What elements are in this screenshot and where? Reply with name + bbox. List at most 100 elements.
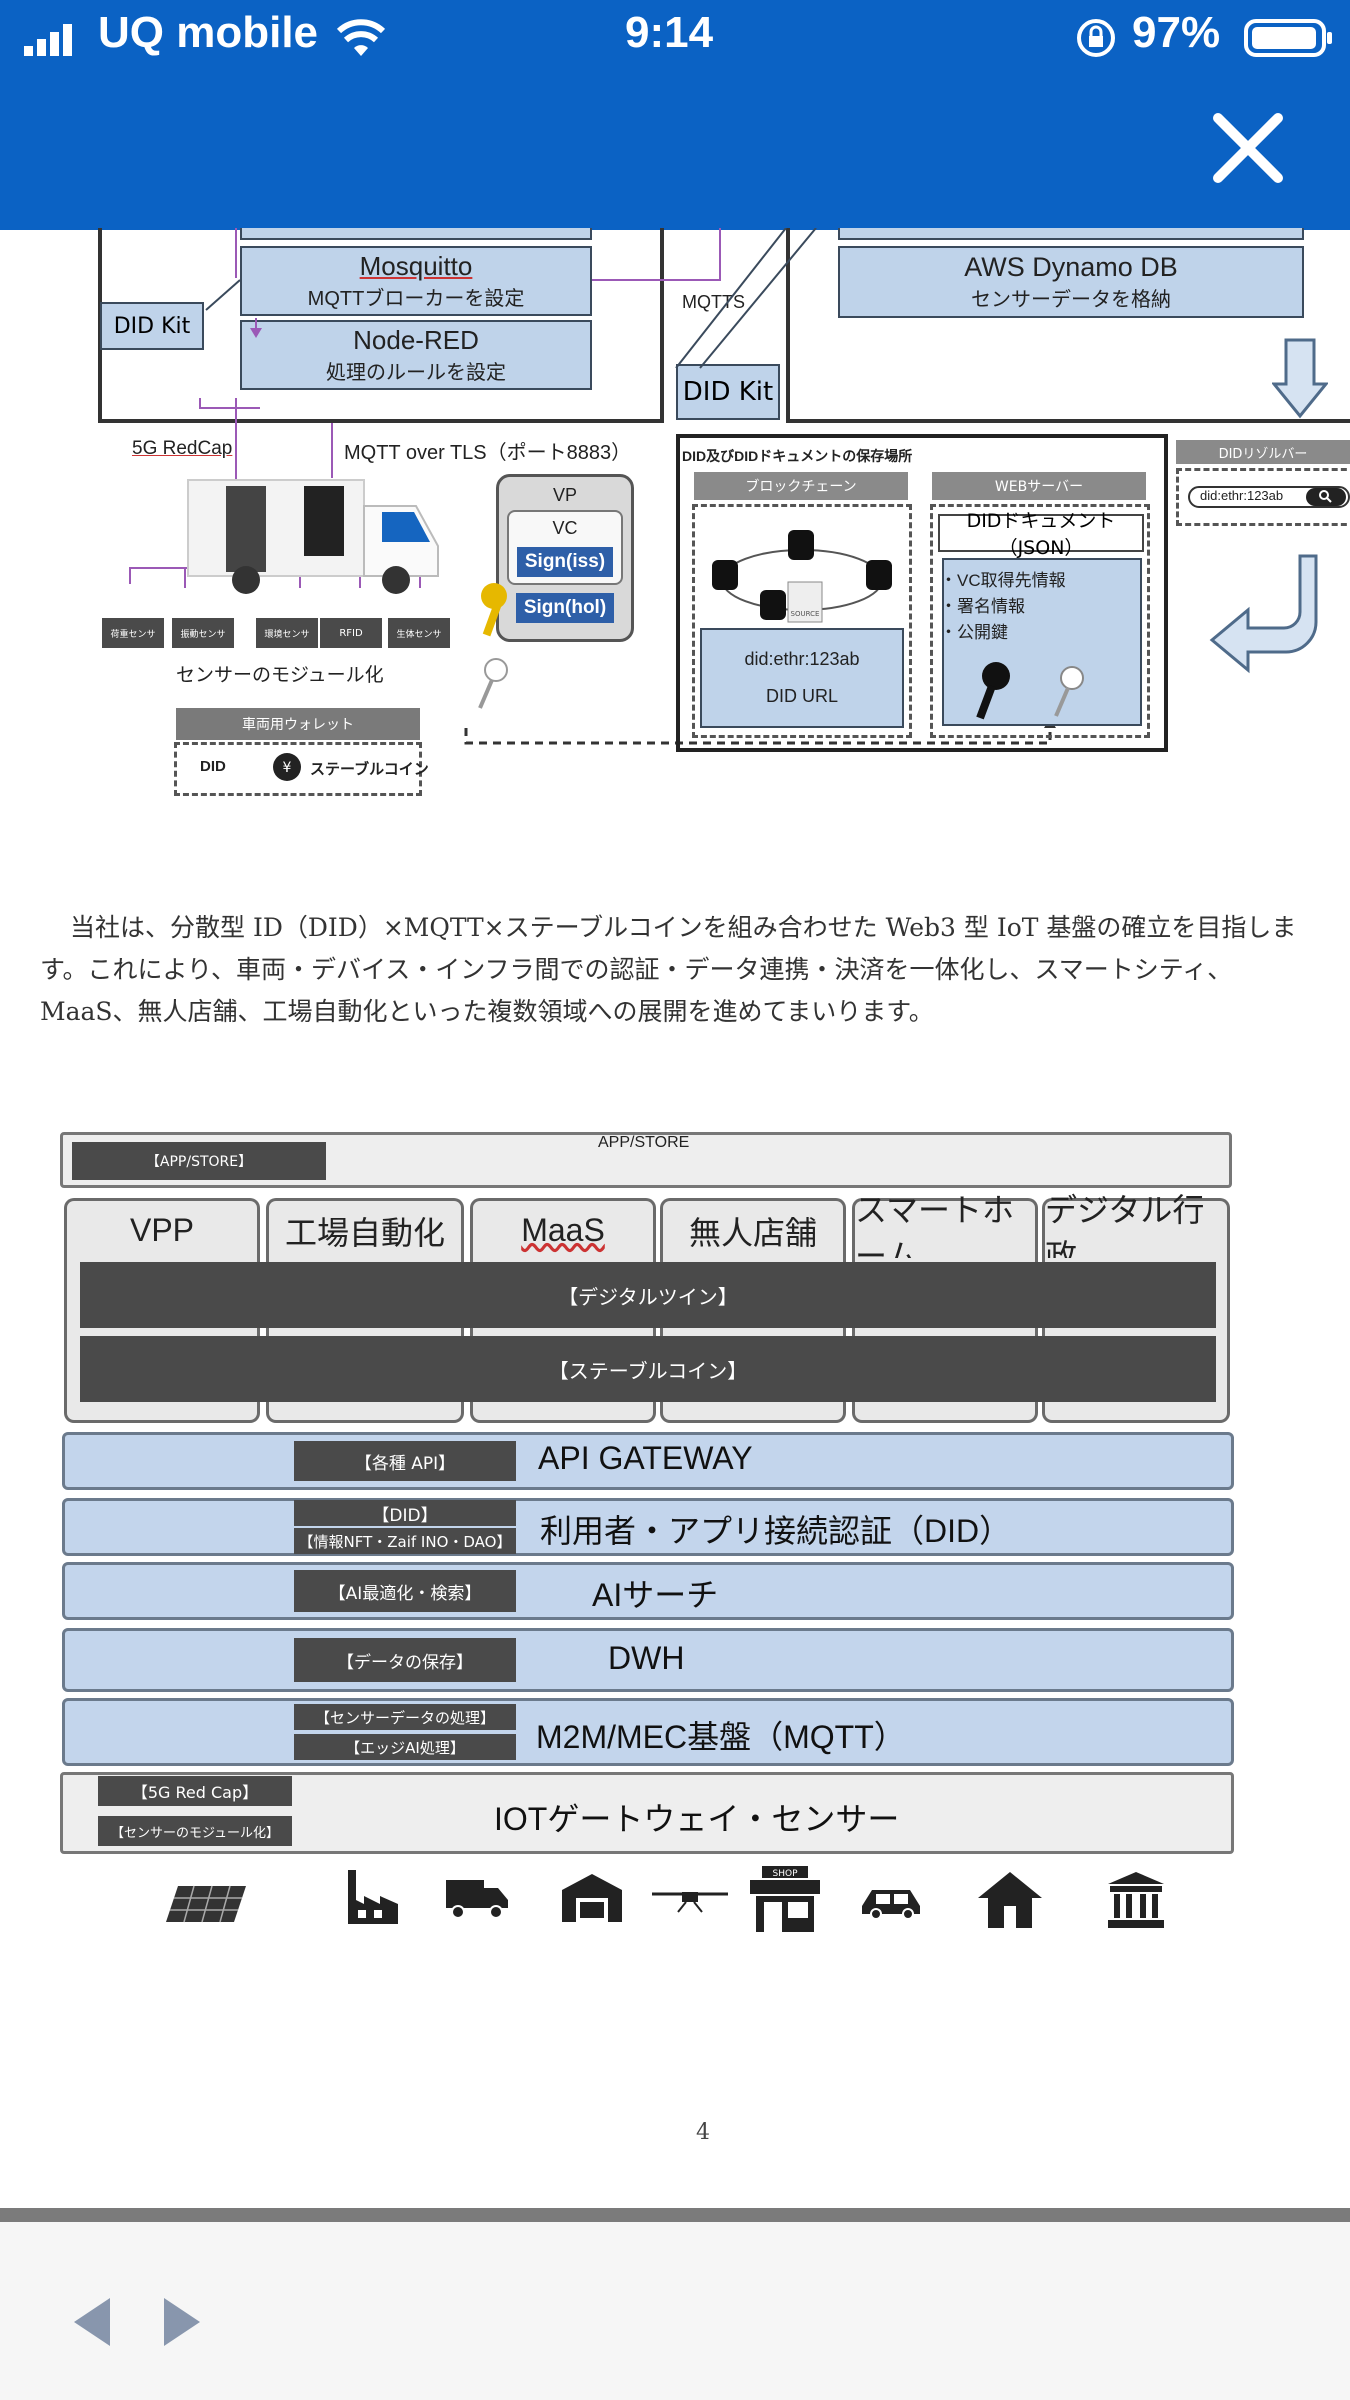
sensor-tag: 荷重センサ [102, 618, 164, 648]
did-url-label: DID URL [765, 686, 838, 706]
tab-smart-home[interactable]: スマートホーム [852, 1192, 1038, 1274]
vc-info: ・VC取得先情報 [940, 571, 1066, 590]
next-page-icon[interactable] [162, 2296, 204, 2348]
mqtt-tls-label: MQTT over TLS（ポート8883） [344, 442, 632, 464]
tab-vpp-label: VPP [129, 1212, 195, 1248]
white-key-icon-2 [1054, 666, 1084, 717]
layer-title: DWH [608, 1640, 685, 1676]
vp-label: VP [552, 485, 577, 505]
sensor-rfid: RFID [339, 627, 363, 639]
white-key-icon [478, 658, 508, 709]
warehouse-icon [562, 1874, 622, 1922]
resolver-box [1176, 468, 1350, 526]
sensor-tag: 環境センサ [256, 618, 318, 648]
tab-factory-automation[interactable]: 工場自動化 [266, 1198, 464, 1260]
nodered-box: Node-RED 処理のルールを設定 [240, 320, 592, 390]
truck-icon [446, 1880, 508, 1919]
shop-icon: SHOP [750, 1866, 820, 1932]
stablecoin-label: 【ステーブルコイン】 [548, 1358, 748, 1383]
tab-unmanned-store[interactable]: 無人店舗 [660, 1198, 846, 1260]
mqtts-label: MQTTS [682, 292, 745, 312]
storage-title: DID及びDIDドキュメントの保存場所 [682, 448, 913, 464]
sensor-tag: 振動センサ [172, 618, 234, 648]
sign-info: ・署名情報 [940, 597, 1025, 616]
wifi-icon [336, 18, 386, 58]
tab-vpp[interactable]: VPP [64, 1198, 260, 1260]
layer-dwh [62, 1628, 1234, 1692]
paragraph-line-3: MaaS、無人店舗、工場自動化といった複数領域への展開を進めてまいります。 [40, 997, 934, 1026]
orientation-lock-icon [1074, 16, 1118, 60]
truck-illustration [187, 479, 439, 594]
viewer-navbar [0, 72, 1350, 230]
battery-percent: 97% [1132, 8, 1221, 57]
aws-subtitle: センサーデータを格納 [971, 289, 1171, 311]
paragraph-line-2: す。これにより、車両・デバイス・インフラ間での認証・データ連携・決済を一体化し、… [40, 955, 1233, 984]
resolver-input: did:ethr:123ab [1200, 488, 1284, 503]
vc-label: VC [552, 518, 578, 538]
carrier-label: UQ mobile [98, 8, 319, 57]
layer-tag-2: 【センサーのモジュール化】 [98, 1816, 292, 1846]
government-building-icon [1108, 1872, 1164, 1928]
storage-frame [676, 434, 1168, 752]
mosquitto-subtitle: MQTTブローカーを設定 [307, 288, 525, 310]
did-doc-content [942, 558, 1142, 726]
down-arrow-icon [1272, 338, 1328, 419]
cut-block-left [240, 228, 592, 240]
tab-digital-gov[interactable]: デジタル行政 [1042, 1192, 1230, 1274]
shop-sign-label: SHOP [773, 1869, 799, 1879]
blockchain-header: ブロックチェーン [694, 472, 908, 500]
status-bar: UQ mobile 9:14 97% [0, 0, 1350, 72]
factory-icon [348, 1870, 398, 1924]
nodered-title: Node-RED [353, 325, 479, 355]
layer-title: API GATEWAY [538, 1440, 753, 1476]
cut-block-right [838, 228, 1304, 240]
layer-tag: 【AI最適化・検索】 [294, 1570, 516, 1612]
layer-did [62, 1498, 1234, 1556]
layer-tag: 【各種 API】 [294, 1441, 516, 1481]
layer-title: AIサーチ [592, 1577, 719, 1613]
solar-panel-icon [166, 1885, 246, 1923]
layer-tag: 【センサーデータの処理】 [294, 1704, 516, 1730]
svg-text:¥: ¥ [283, 760, 292, 776]
battery-icon [1244, 18, 1334, 58]
sensor-load: 荷重センサ [110, 629, 156, 640]
digital-twin-label: 【デジタルツイン】 [558, 1284, 738, 1309]
did-ethr-box: did:ethr:123ab DID URL [700, 628, 904, 728]
bottom-toolbar [0, 2222, 1350, 2400]
sensor-vibration: 振動センサ [180, 629, 226, 640]
pubkey-info: ・公開鍵 [940, 623, 1008, 642]
layer-tag-2: 【情報NFT・Zaif INO・DAO】 [294, 1528, 516, 1554]
layer-m2m [62, 1698, 1234, 1766]
mosquitto-title: Mosquitto [359, 251, 473, 281]
wallet-title-label: 車両用ウォレット [242, 717, 354, 733]
page-number: 4 [696, 2120, 710, 2145]
previous-page-icon[interactable] [70, 2296, 112, 2348]
source-doc-label: SOURCE [791, 610, 820, 618]
aws-title: AWS Dynamo DB [964, 252, 1178, 282]
return-arrow-icon [1209, 554, 1318, 674]
stablecoin-icon: ¥ [273, 753, 301, 781]
did-kit-left: DID Kit [100, 302, 204, 350]
tab-store-label: 無人店舗 [688, 1214, 817, 1251]
clock: 9:14 [625, 8, 714, 57]
blockchain-box [692, 504, 912, 738]
blockchain-label: ブロックチェーン [745, 479, 857, 495]
layer-tag: 【DID】 [294, 1500, 516, 1526]
wallet-box [174, 742, 422, 796]
app-store-title: APP/STORE [598, 1134, 690, 1151]
did-doc-text: DIDドキュメント（JSON） [966, 510, 1116, 559]
wallet-coin: ステーブルコイン [310, 761, 429, 778]
close-icon[interactable] [1210, 110, 1286, 186]
search-icon [1319, 490, 1332, 503]
gold-key-icon [481, 583, 507, 637]
webserver-label: WEBサーバー [994, 479, 1084, 495]
wallet-title: 車両用ウォレット [176, 708, 420, 740]
layer-title: IOTゲートウェイ・センサー [494, 1801, 900, 1837]
did-kit-left-label: DID Kit [113, 313, 191, 339]
resolver-label: DIDリゾルバー [1218, 446, 1308, 462]
layer-api-gateway [62, 1432, 1234, 1490]
tab-maas-label: MaaS [521, 1212, 605, 1248]
tab-maas[interactable]: MaaS [470, 1198, 656, 1260]
did-kit-right: DID Kit [676, 364, 780, 420]
sensor-tag: 生体センサ [388, 618, 450, 648]
